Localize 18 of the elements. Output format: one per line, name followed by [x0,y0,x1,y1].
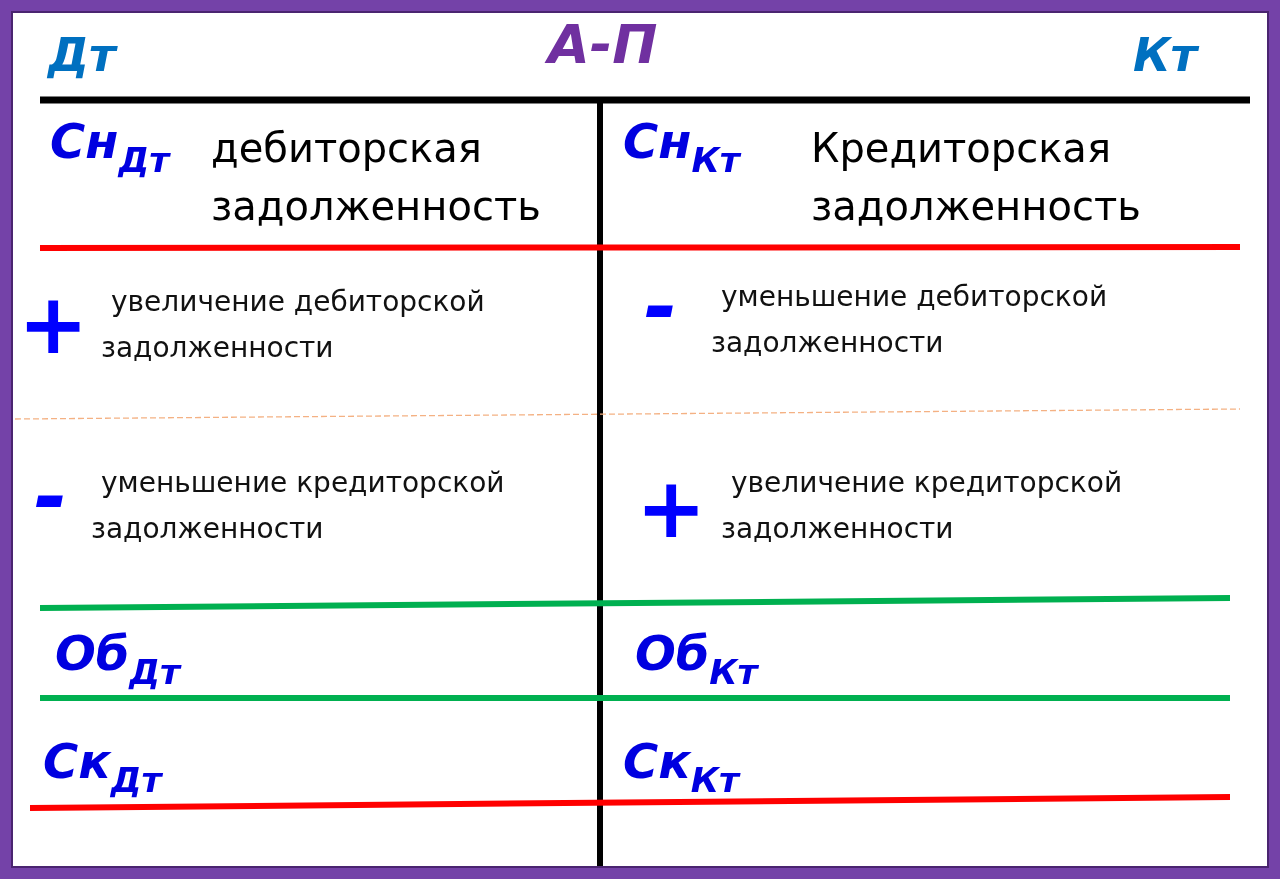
minus-sign: - [34,482,68,512]
minus-sign: - [644,292,678,322]
entry-text: уменьшение кредиторской задолженности [91,465,506,547]
column-label: Дт [48,30,116,80]
entry-text: увеличение кредиторской задолженности [721,465,1124,547]
column-label: Кт [1133,30,1198,80]
balance-label: Сн$_{Дт}$ [50,114,172,180]
account-description: дебиторская задолженность [211,124,542,231]
entry-text: увеличение дебиторской задолженности [101,284,486,366]
balance-label: Ск$_{Дт}$ [43,734,164,800]
balance-label: Сн$_{Кт}$ [623,114,743,180]
turnover-label: Об$_{Дт}$ [55,626,183,692]
account-description: Кредиторская задолженность [811,124,1142,231]
plus-sign: + [18,296,89,352]
turnover-label: Об$_{Кт}$ [635,626,760,692]
plus-sign: + [636,480,707,536]
entry-text: уменьшение дебиторской задолженности [711,279,1109,361]
balance-label: Ск$_{Кт}$ [623,734,742,800]
